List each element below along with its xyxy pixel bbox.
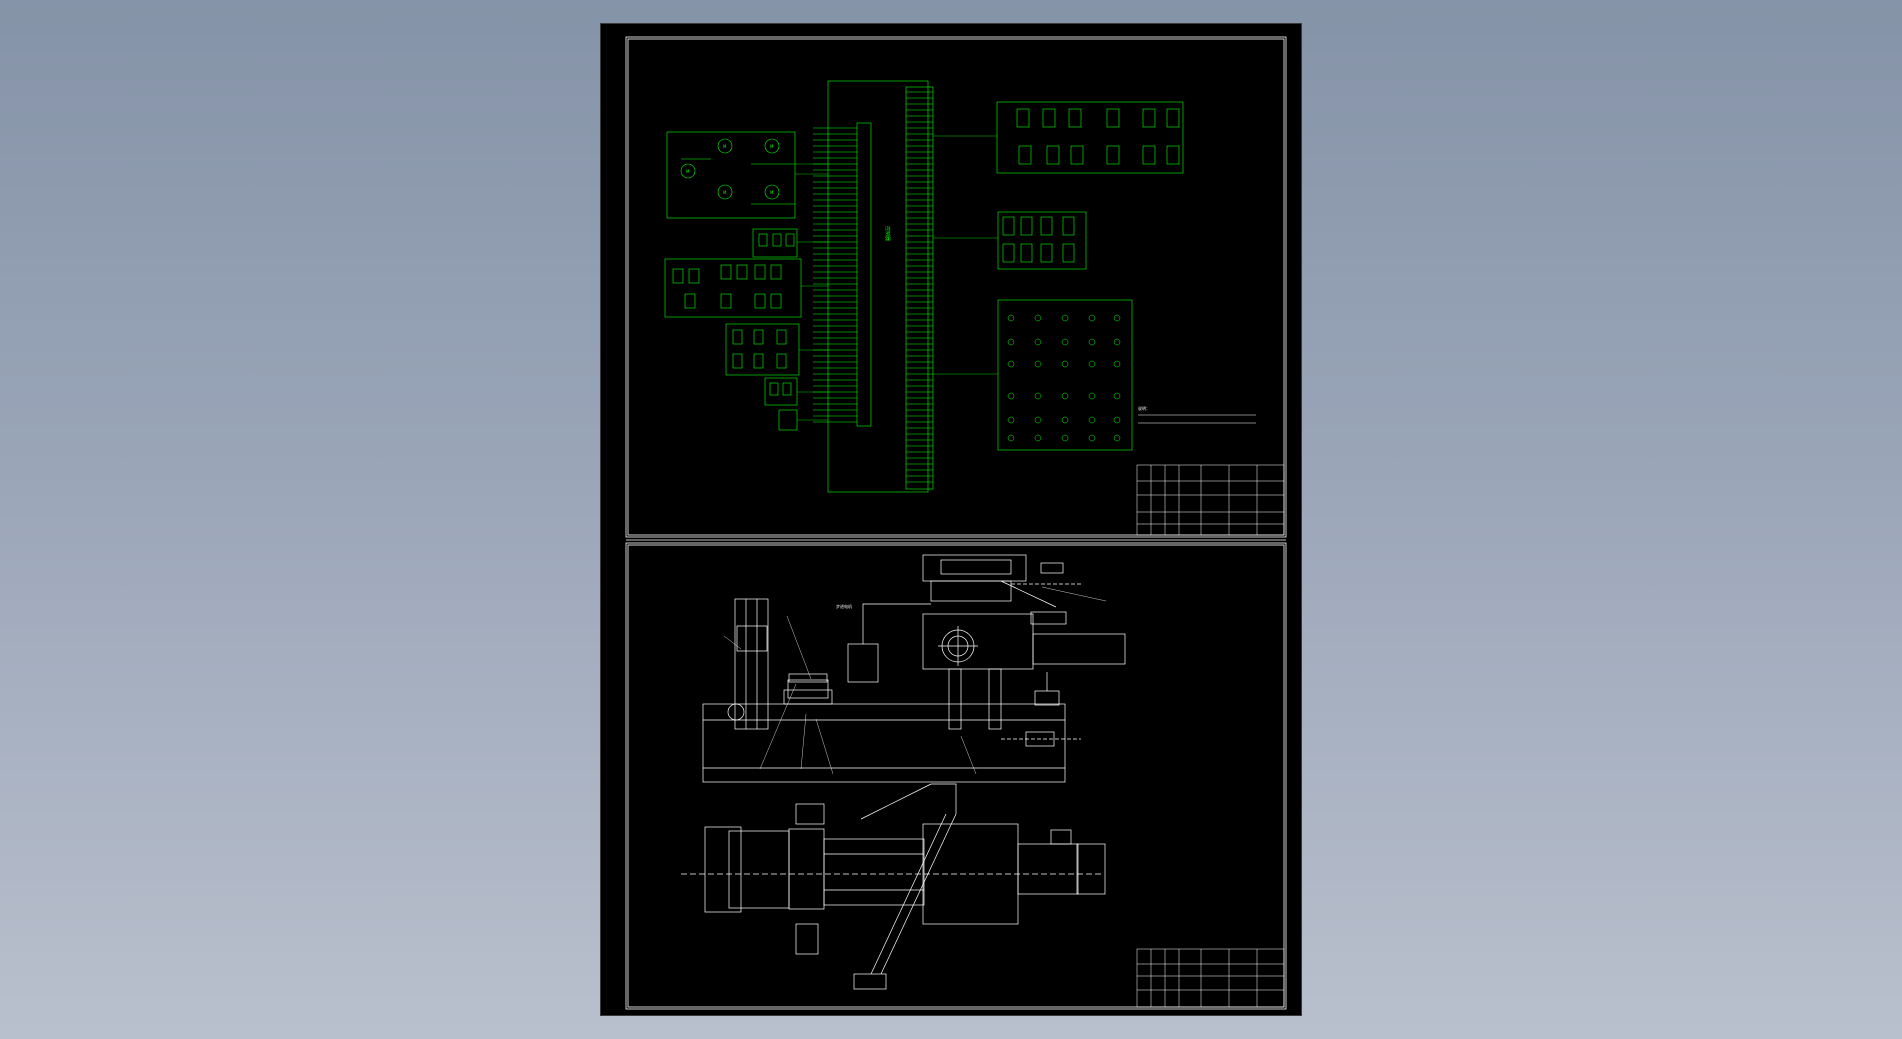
svg-text:M: M: [770, 190, 774, 195]
relay-box-1[interactable]: [752, 228, 798, 258]
motor-symbol-labels: M M M M M: [686, 144, 774, 195]
center-fixture[interactable]: [783, 673, 833, 705]
stepper-motor-box[interactable]: [847, 603, 931, 683]
bed-right-bracket: [1001, 731, 1081, 747]
sensor-symbol: [1113, 416, 1121, 424]
sensor-symbol: [1061, 360, 1069, 368]
controller-right-terminals: [906, 91, 933, 483]
relay-box-5[interactable]: [778, 409, 798, 431]
sensor-symbol: [1088, 314, 1096, 322]
sensor-symbol: [1113, 360, 1121, 368]
sensor-symbol: [1007, 314, 1015, 322]
sensor-symbol: [1034, 314, 1042, 322]
left-column-slide[interactable]: [727, 598, 769, 730]
output-box-3[interactable]: [997, 299, 1133, 451]
relay-box-3[interactable]: [725, 323, 800, 376]
relay-box-2[interactable]: [664, 258, 802, 318]
relay-box-4[interactable]: [764, 377, 798, 406]
spindle-small-box[interactable]: [1034, 672, 1060, 706]
sensor-symbol: [1034, 416, 1042, 424]
svg-text:M: M: [723, 144, 727, 149]
left-wiring-harness: [795, 163, 828, 421]
sensor-symbol: [1007, 392, 1015, 400]
bottom-sheet-frame: [625, 542, 1287, 1010]
output-box-1[interactable]: [996, 101, 1184, 174]
drawing-canvas[interactable]: 控制器 M M M M M: [601, 24, 1301, 1015]
leader-lines: [723, 586, 1107, 775]
sensor-symbol: [1034, 360, 1042, 368]
sensor-symbol: [1061, 314, 1069, 322]
sensor-symbol: [1113, 392, 1121, 400]
title-block-bottom[interactable]: [1136, 948, 1285, 1008]
output-box-2[interactable]: [997, 211, 1087, 270]
controller-block[interactable]: [813, 80, 934, 493]
sensor-symbol: [1007, 360, 1015, 368]
sensor-symbol: [1113, 314, 1121, 322]
notes-title: 说明：: [1138, 405, 1150, 411]
sensor-symbol: [1061, 416, 1069, 424]
output-box-3-symbols: [1007, 314, 1121, 442]
lower-assembly-housing[interactable]: [681, 783, 1106, 990]
sensor-symbol: [1007, 338, 1015, 346]
sensor-symbol: [1034, 392, 1042, 400]
sensor-symbol: [1113, 434, 1121, 442]
notes-block: 说明：: [1138, 405, 1256, 424]
sensor-symbol: [1007, 434, 1015, 442]
top-sheet-frame: [625, 36, 1287, 538]
sensor-symbol: [1034, 434, 1042, 442]
sensor-symbol: [1088, 416, 1096, 424]
controller-label: 控制器: [884, 226, 891, 241]
sensor-symbol: [1088, 338, 1096, 346]
svg-text:M: M: [723, 190, 727, 195]
sensor-symbol: [1088, 392, 1096, 400]
sensor-symbol: [1061, 392, 1069, 400]
motor-group-box[interactable]: [666, 131, 796, 219]
sensor-symbol: [1088, 434, 1096, 442]
svg-text:M: M: [686, 169, 690, 174]
sensor-symbol: [1088, 360, 1096, 368]
machine-bed[interactable]: [702, 703, 1066, 783]
sensor-symbol: [1034, 338, 1042, 346]
drawing-sheet[interactable]: 控制器 M M M M M: [600, 23, 1302, 1016]
svg-text:M: M: [770, 144, 774, 149]
sensor-symbol: [1061, 338, 1069, 346]
spindle-head[interactable]: [922, 554, 1126, 730]
sensor-symbol: [1007, 416, 1015, 424]
controller-left-terminals: [813, 127, 857, 423]
sensor-symbol: [1113, 338, 1121, 346]
title-block-top[interactable]: [1136, 464, 1285, 536]
stepper-motor-label: 步进电机: [836, 603, 852, 609]
right-wiring-harness: [933, 135, 998, 375]
sensor-symbol: [1061, 434, 1069, 442]
